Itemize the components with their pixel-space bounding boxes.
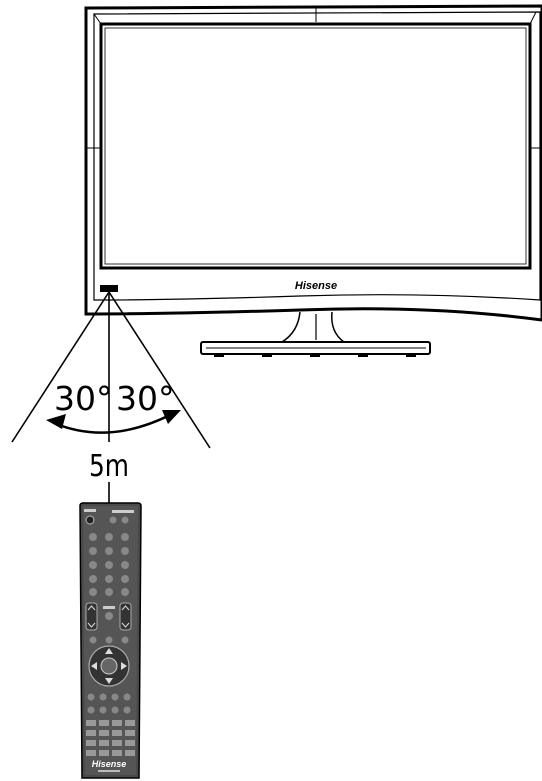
remote-number-button[interactable] (121, 547, 129, 555)
remote-key[interactable] (86, 720, 96, 726)
remote-button[interactable] (89, 636, 97, 644)
reception-cone (11, 291, 211, 449)
remote-button[interactable] (121, 588, 129, 596)
cone-left-boundary (11, 291, 110, 443)
remote-button[interactable] (105, 588, 113, 596)
remote-number-button[interactable] (105, 561, 113, 569)
ir-sensor (100, 285, 118, 292)
remote-up-arrow-icon (105, 648, 113, 654)
remote-button[interactable] (89, 588, 97, 596)
angle-left-label: 30° (54, 379, 113, 418)
remote-button[interactable] (123, 706, 131, 714)
remote-number-button[interactable] (89, 561, 97, 569)
remote-number-pad (89, 533, 129, 596)
remote-left-arrow-icon (91, 662, 97, 670)
remote-mute-button[interactable] (105, 612, 113, 620)
arc-arrow-right (162, 410, 181, 424)
remote-button[interactable] (111, 693, 119, 701)
remote-number-button[interactable] (121, 533, 129, 541)
remote-button[interactable] (87, 706, 95, 714)
remote-key[interactable] (125, 730, 135, 736)
remote-key[interactable] (112, 740, 122, 746)
remote-key[interactable] (99, 740, 109, 746)
remote-key[interactable] (112, 730, 122, 736)
remote-button[interactable] (105, 636, 113, 644)
remote-key[interactable] (99, 720, 109, 726)
remote-button[interactable] (111, 706, 119, 714)
remote-key[interactable] (112, 720, 122, 726)
remote-button[interactable] (121, 516, 129, 524)
arc-arrow-left (46, 414, 66, 429)
remote-button[interactable] (87, 693, 95, 701)
remote-key[interactable] (86, 750, 96, 756)
remote-key[interactable] (86, 740, 96, 746)
cone-right-boundary (108, 291, 211, 449)
remote-ok-button[interactable] (100, 657, 118, 675)
tv-inner-frame (93, 11, 541, 301)
remote-key[interactable] (99, 730, 109, 736)
remote-key[interactable] (125, 720, 135, 726)
angle-arc (53, 412, 173, 434)
remote-number-button[interactable] (121, 561, 129, 569)
remote-key[interactable] (86, 730, 96, 736)
remote-button[interactable] (99, 706, 107, 714)
remote-number-button[interactable] (89, 547, 97, 555)
remote-down-arrow-icon (105, 678, 113, 684)
remote-key[interactable] (125, 750, 135, 756)
tv-screen (99, 22, 532, 270)
distance-label: 5m (89, 449, 129, 484)
remote-number-button[interactable] (89, 533, 97, 541)
remote-button[interactable] (99, 693, 107, 701)
remote-channel-rocker[interactable] (119, 602, 132, 631)
remote-number-button[interactable] (121, 575, 129, 583)
remote-key[interactable] (99, 750, 109, 756)
remote-power-button[interactable] (85, 515, 95, 525)
remote-number-button[interactable] (105, 575, 113, 583)
remote-key[interactable] (112, 750, 122, 756)
remote-control: Hisense (79, 502, 142, 779)
remote-key[interactable] (125, 740, 135, 746)
angle-right-label: 30° (116, 379, 175, 418)
remote-number-button[interactable] (89, 575, 97, 583)
remote-button[interactable] (109, 516, 117, 524)
television: Hisense (84, 4, 542, 357)
remote-button[interactable] (123, 693, 131, 701)
remote-brand-label: Hisense (92, 759, 127, 769)
remote-volume-rocker[interactable] (85, 602, 98, 631)
tv-brand-label: Hisense (295, 280, 337, 292)
tv-stand-neck (279, 311, 347, 343)
remote-function-keys (86, 720, 135, 756)
remote-right-arrow-icon (121, 662, 127, 670)
remote-number-button[interactable] (105, 547, 113, 555)
remote-button[interactable] (121, 636, 129, 644)
remote-number-button[interactable] (105, 533, 113, 541)
